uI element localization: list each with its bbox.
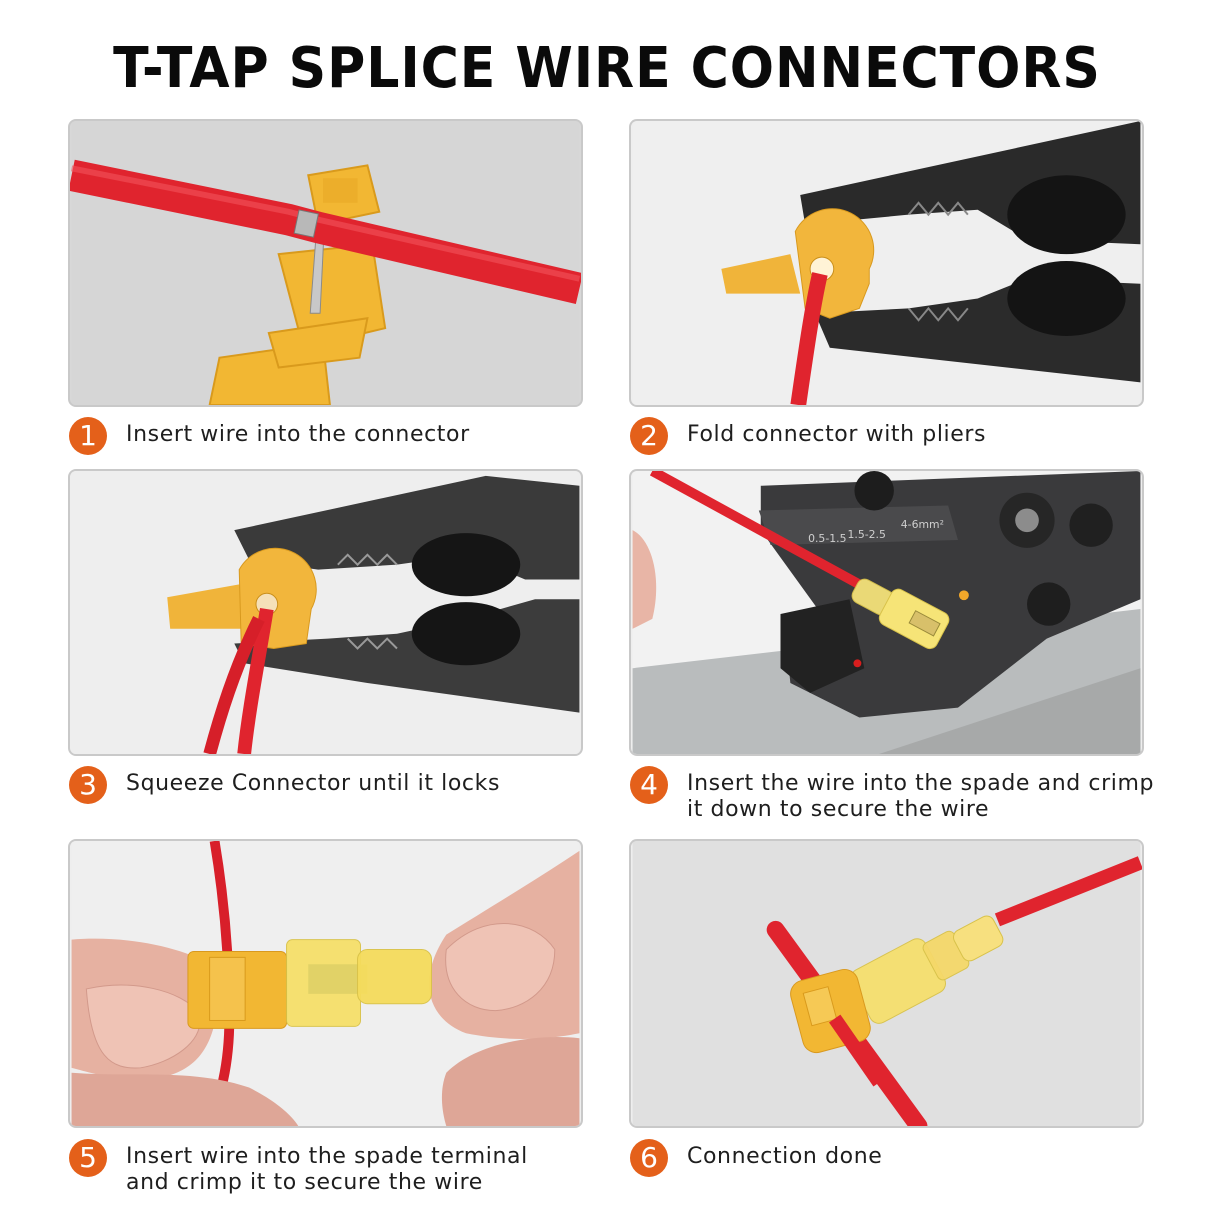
wire-in-connector-illustration: [70, 121, 581, 405]
step-6-photo: [629, 839, 1144, 1128]
step-2-caption: 2 Fold connector with pliers: [630, 417, 986, 455]
step-4-photo: 0.5-1.5 1.5-2.5 4-6mm²: [629, 469, 1144, 756]
step-number-badge: 1: [69, 417, 107, 455]
step-text: Insert wire into the connector: [126, 422, 470, 447]
crimp-size-label: 4-6mm²: [901, 518, 944, 531]
step-number-badge: 5: [69, 1139, 107, 1177]
connection-done-illustration: [632, 841, 1142, 1126]
step-1-caption: 1 Insert wire into the connector: [69, 417, 470, 455]
crimp-size-label: 1.5-2.5: [848, 528, 886, 541]
step-3-caption: 3 Squeeze Connector until it locks: [69, 766, 500, 804]
step-text: Insert the wire into the spade and crimp…: [687, 771, 1155, 822]
crimp-size-label: 0.5-1.5: [808, 532, 846, 545]
step-number-badge: 6: [630, 1139, 668, 1177]
step-number-badge: 2: [630, 417, 668, 455]
step-text: Squeeze Connector until it locks: [126, 771, 501, 796]
step-number-badge: 3: [69, 766, 107, 804]
step-text: Connection done: [687, 1144, 883, 1169]
step-5-photo: [68, 839, 583, 1128]
page-title: T-TAP SPLICE WIRE CONNECTORS: [113, 36, 1101, 101]
step-4-caption: 4 Insert the wire into the spade and cri…: [630, 766, 1154, 823]
step-text: Insert wire into the spade terminal and …: [126, 1144, 528, 1195]
fingers-assemble-illustration: [71, 841, 580, 1126]
pliers-squeeze-illustration: [71, 471, 580, 754]
step-text: Fold connector with pliers: [687, 422, 987, 447]
pliers-fold-illustration: [632, 121, 1141, 405]
step-5-caption: 5 Insert wire into the spade terminal an…: [69, 1139, 528, 1196]
step-1-photo: [68, 119, 583, 407]
step-number-badge: 4: [630, 766, 668, 804]
step-3-photo: [68, 469, 583, 756]
step-2-photo: [629, 119, 1144, 407]
crimper-illustration: 0.5-1.5 1.5-2.5 4-6mm²: [632, 471, 1141, 754]
step-6-caption: 6 Connection done: [630, 1139, 882, 1177]
